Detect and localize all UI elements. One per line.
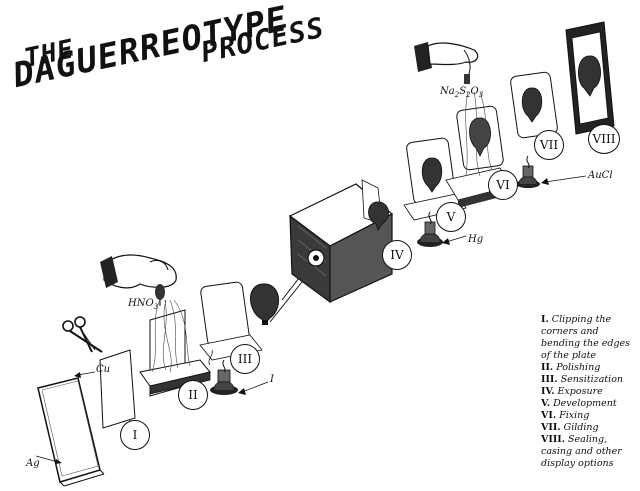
- legend-item-three: III. Sensitization: [541, 374, 624, 385]
- legend-item-six: VI. Fixing: [541, 410, 590, 421]
- legend-item-seven: VII. Gilding: [541, 422, 599, 433]
- label-ag: Ag: [26, 458, 40, 469]
- hand-with-acid: [100, 254, 177, 306]
- label-iodine: I: [270, 374, 274, 385]
- step-marker-one: I: [120, 420, 150, 450]
- daguerreotype-case: [565, 21, 615, 135]
- development-plate: [403, 137, 467, 221]
- legend-item-eight: VIII. Sealing, casing and other display …: [541, 434, 622, 469]
- iodine-burner-icon: [210, 359, 269, 395]
- step-marker-four: IV: [382, 240, 412, 270]
- step-marker-two: II: [178, 380, 208, 410]
- camera-obscura: [288, 179, 394, 304]
- legend-item-four: IV. Exposure: [541, 386, 603, 397]
- legend-item-two: II. Polishing: [541, 362, 601, 373]
- gold-burner-icon: [516, 155, 587, 188]
- step-marker-seven: VII: [534, 130, 564, 160]
- plate-step-one: [99, 349, 136, 429]
- step-marker-three: III: [230, 344, 260, 374]
- step-marker-six: VI: [488, 170, 518, 200]
- label-cu: Cu: [96, 364, 111, 375]
- step-marker-five: V: [436, 202, 466, 232]
- label-na2s2o3: Na2S2O3: [440, 86, 484, 99]
- fixing-stand: [445, 91, 513, 208]
- legend-item-five: V. Development: [541, 398, 617, 409]
- copper-silver-plate: [35, 371, 105, 487]
- step-legend: I. Clipping the corners and bending the …: [541, 314, 637, 470]
- legend-item-one: I. Clipping the corners and bending the …: [541, 314, 631, 361]
- hand-with-fixer: [414, 42, 479, 84]
- mercury-burner-icon: [417, 211, 467, 247]
- label-hno3: HNO3: [128, 298, 159, 311]
- polishing-stand: [139, 299, 211, 397]
- sensitization-plate: [199, 281, 263, 366]
- step-marker-eight: VIII: [588, 124, 620, 154]
- scissors-icon: [62, 316, 103, 353]
- gilding-plate: [510, 71, 558, 139]
- label-hg: Hg: [468, 234, 484, 245]
- label-aucl: AuCl: [588, 170, 613, 181]
